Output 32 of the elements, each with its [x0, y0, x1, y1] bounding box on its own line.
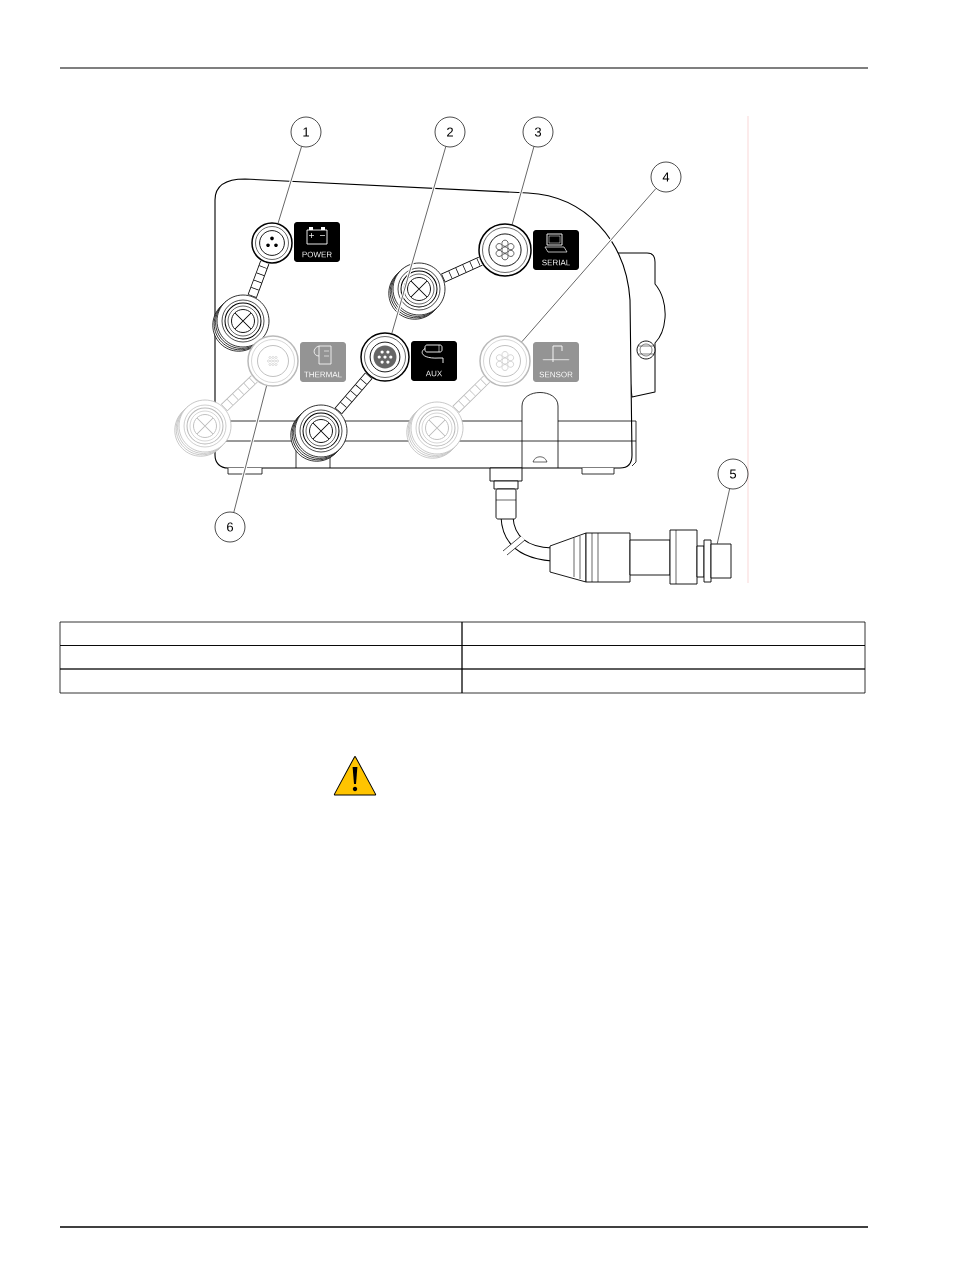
dust-cap: [290, 404, 348, 462]
tether-strap: [220, 375, 258, 412]
connector-socket: [479, 335, 531, 387]
leader-line: [232, 385, 268, 513]
connector-socket: [478, 223, 532, 277]
connector-socket: [251, 222, 293, 264]
port-label: POWER: [294, 222, 340, 262]
connector-socket: [360, 332, 410, 382]
port-label: SENSOR: [533, 342, 579, 382]
callout-number: 3: [522, 116, 554, 148]
leader-line: [277, 146, 303, 224]
dust-cap: [388, 262, 446, 320]
connector-socket: [247, 335, 299, 387]
leader-line: [716, 488, 731, 545]
leader-line: [521, 188, 657, 342]
tether-strap: [334, 372, 373, 415]
dust-cap: [406, 401, 464, 459]
tether-strap: [452, 375, 491, 413]
callout-number: 4: [650, 161, 682, 193]
callout-number: 6: [214, 511, 246, 543]
dust-cap: [174, 399, 232, 457]
tether-strap: [441, 256, 483, 283]
callout-number: 1: [290, 116, 322, 148]
port-label: THERMAL: [300, 342, 346, 382]
cable-plug: [549, 529, 732, 585]
dust-cap: [212, 294, 270, 352]
leader-line: [391, 146, 447, 334]
port-label: AUX: [411, 341, 457, 381]
callout-number: 5: [717, 458, 749, 490]
callout-number: 2: [434, 116, 466, 148]
tether-strap: [247, 260, 270, 298]
leader-line: [511, 146, 535, 225]
